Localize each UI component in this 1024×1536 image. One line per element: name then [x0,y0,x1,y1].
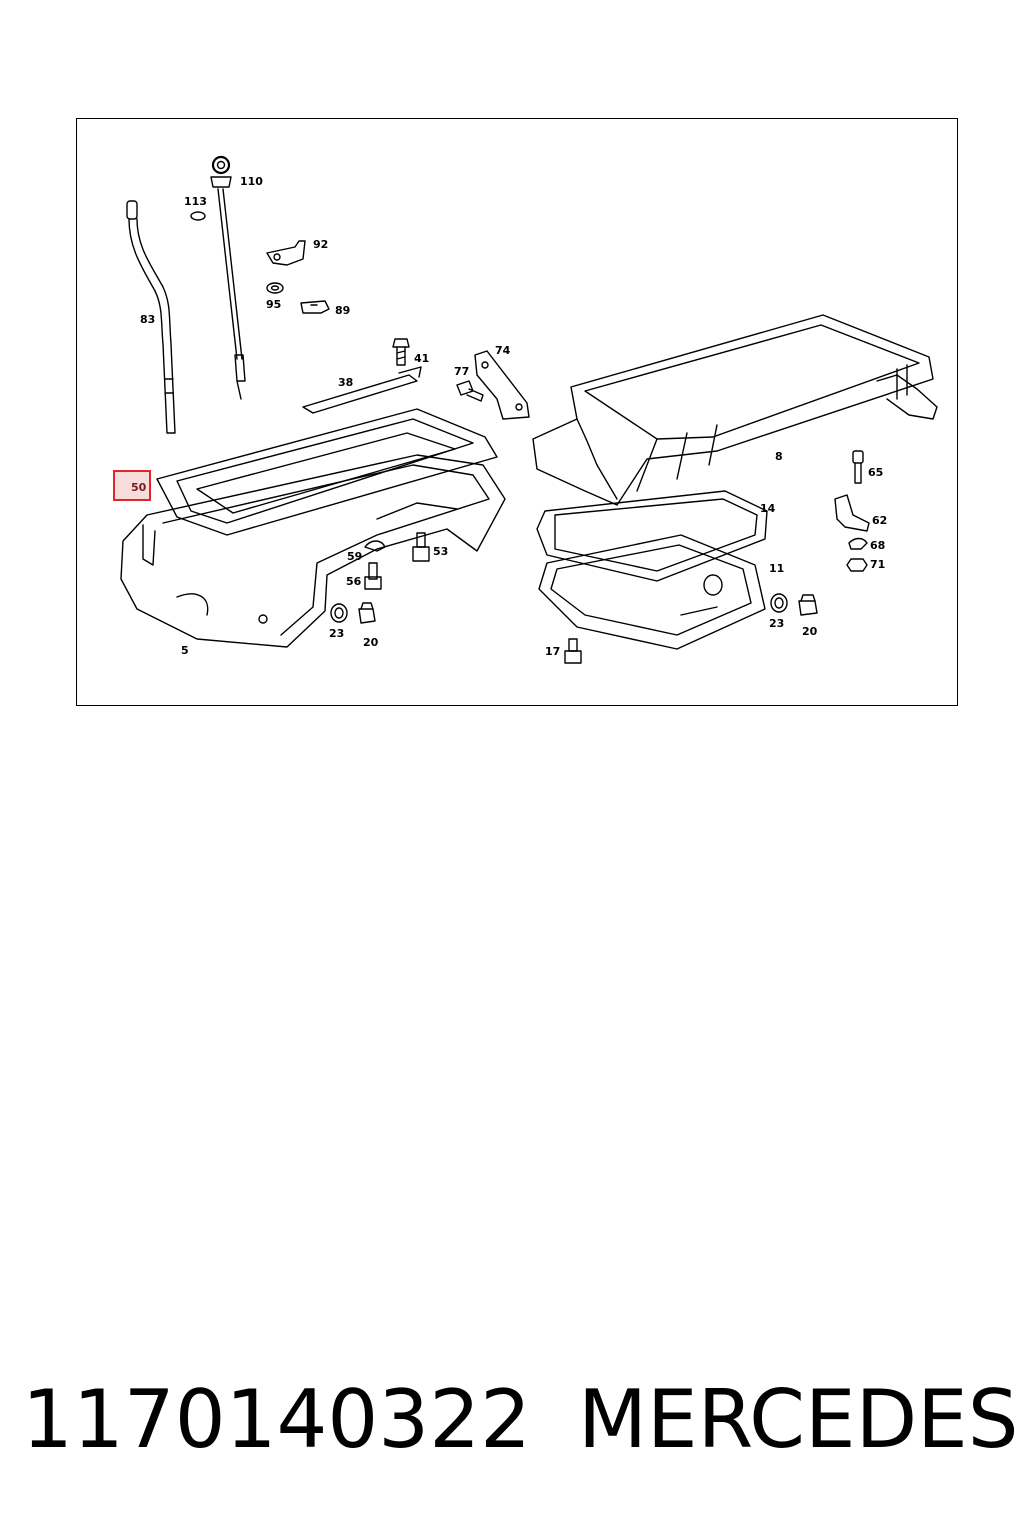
parts-diagram: 110 113 92 95 89 83 41 74 77 38 8 65 50 … [113,155,938,664]
bracket-62 [834,494,870,532]
drain-plug-20-left [358,602,376,624]
seal-ring-23-left [330,603,348,623]
dipstick-110 [210,155,246,400]
washer-68 [848,537,868,550]
seal-ring-23-right [770,593,788,613]
gasket-50 [156,408,498,536]
callout-89[interactable]: 89 [335,304,350,317]
grommet-95 [266,282,284,294]
brand-name: MERCEDES [578,1373,1019,1466]
oil-pan-bottom-11 [538,534,766,650]
callout-83[interactable]: 83 [140,313,155,326]
parts-diagram-frame: 110 113 92 95 89 83 41 74 77 38 8 65 50 … [76,118,958,706]
callout-20-right[interactable]: 20 [802,625,818,638]
callout-77[interactable]: 77 [454,365,469,378]
callout-5[interactable]: 5 [181,644,189,657]
washer-59 [364,540,386,552]
callout-74[interactable]: 74 [495,344,511,357]
bracket-92 [266,240,306,266]
clip-89 [300,300,330,314]
callout-23-left[interactable]: 23 [329,627,344,640]
callout-41[interactable]: 41 [414,352,429,365]
oil-pan-lower-8 [532,314,938,506]
part-number: 1170140322 [22,1373,531,1466]
callout-50[interactable]: 50 [131,481,147,494]
guide-tube-83 [126,200,176,434]
callout-53[interactable]: 53 [433,545,448,558]
baffle-38 [302,366,422,414]
callout-11[interactable]: 11 [769,562,784,575]
bolt-56 [364,562,382,590]
callout-65[interactable]: 65 [868,466,883,479]
callout-38[interactable]: 38 [338,376,353,389]
bolt-65 [852,450,864,484]
oil-pan-upper-5 [120,454,506,648]
callout-113[interactable]: 113 [184,195,207,208]
highlight-box-50 [113,470,151,501]
callout-17[interactable]: 17 [545,645,560,658]
oring-113 [190,211,206,221]
bolt-17 [564,638,582,664]
callout-59[interactable]: 59 [347,550,362,563]
bolt-77 [456,380,484,402]
bracket-74 [474,350,530,420]
drain-plug-20-right [798,594,818,616]
callout-20-left[interactable]: 20 [363,636,379,649]
callout-110[interactable]: 110 [240,175,263,188]
callout-14[interactable]: 14 [760,502,776,515]
callout-23-right[interactable]: 23 [769,617,784,630]
footer: 1170140322 MERCEDES [22,1370,1019,1470]
nut-71 [846,558,868,572]
callout-56[interactable]: 56 [346,575,362,588]
callout-92[interactable]: 92 [313,238,328,251]
callout-8[interactable]: 8 [775,450,783,463]
callout-95[interactable]: 95 [266,298,281,311]
gasket-14 [536,490,768,582]
callout-62[interactable]: 62 [872,514,887,527]
stud-53 [412,532,430,562]
callout-68[interactable]: 68 [870,539,885,552]
callout-71[interactable]: 71 [870,558,885,571]
bolt-41 [392,338,410,366]
